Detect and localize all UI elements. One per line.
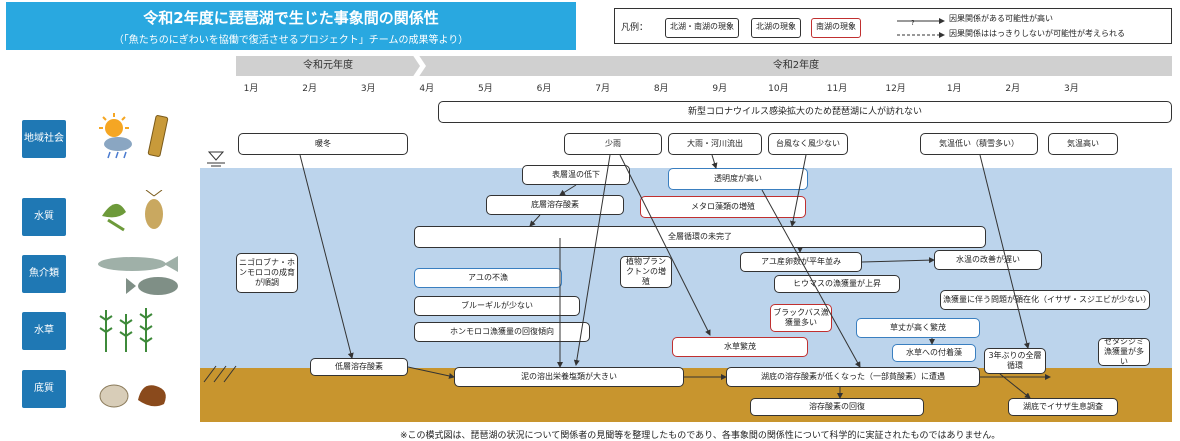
legend: 凡例： 北湖・南湖の現象 北湖の現象 南湖の現象 ? 因果関係がある可能性が高い… (614, 8, 1172, 44)
category-community: 地域社会 (22, 120, 66, 158)
month-label: 8月 (653, 84, 669, 94)
month-label: 9月 (712, 84, 728, 94)
event-plankton-growth: 植物プランクトンの増殖 (620, 256, 672, 288)
event-honmoroko-recovery: ホンモロコ漁獲量の回復傾向 (414, 322, 590, 342)
event-black-bass: ブラックバス漁獲量多い (770, 304, 832, 332)
month-label: 3月 (360, 84, 376, 94)
legend-solid-text: 因果関係がある可能性が高い (949, 14, 1053, 23)
legend-chip-north: 北湖の現象 (751, 18, 801, 38)
legend-label: 凡例： (621, 23, 649, 33)
event-oxygen-dip: 底層溶存酸素 (486, 195, 624, 215)
event-no-typhoon: 台風なく風少ない (768, 133, 848, 155)
plankton-icon (102, 190, 163, 232)
event-heavy-rain: 大雨・河川流出 (668, 133, 762, 155)
event-shijimi: セタシジミ漁獲量が多い (1098, 338, 1150, 366)
event-three-year-turnover: 3年ぶりの全層循環 (984, 348, 1046, 374)
category-sediment: 底質 (22, 370, 66, 408)
month-label: 1月 (946, 84, 962, 94)
event-isaza-survey: 湖底でイサザ生息調査 (1008, 398, 1118, 416)
event-less-rain: 少雨 (564, 133, 662, 155)
event-isaza-few: 漁獲量に伴う問題が顕在化（イサザ・スジエビが少ない） (940, 290, 1150, 310)
event-biwamasu-up: ヒウマスの漁獲量が上昇 (774, 275, 900, 293)
legend-arrows-icon (897, 18, 945, 38)
month-label: 7月 (595, 84, 610, 94)
month-label: 1月 (243, 84, 259, 94)
sediment-sample-icon (99, 384, 166, 408)
title-banner: 令和2年度に琵琶湖で生じた事象間の関係性 （「魚たちのにぎわいを協働で復活させる… (6, 2, 576, 50)
month-label: 12月 (885, 84, 906, 94)
month-label: 4月 (419, 84, 435, 94)
month-label: 10月 (768, 84, 789, 94)
diagram-subtitle: （「魚たちのにぎわいを協働で復活させるプロジェクト」チームの成果等より） (113, 35, 469, 46)
event-surface-temp-drop: 表層温の低下 (522, 165, 630, 185)
sediment-hatch-icon (203, 365, 237, 383)
month-label: 5月 (478, 84, 493, 94)
fish-icon (98, 256, 178, 295)
waterweed-icon (99, 308, 153, 352)
water-surface-icon (207, 151, 225, 167)
month-label: 6月 (536, 84, 552, 94)
event-covid: 新型コロナウイルス感染拡大のため琵琶湖に人が訪れない (438, 101, 1172, 123)
event-fish-growth: ニゴロブナ・ホンモロコの成育が順調 (236, 253, 298, 293)
event-warm-winter: 暖冬 (238, 133, 408, 155)
legend-chip-south: 南湖の現象 (811, 18, 861, 38)
event-tall-weeds: 草丈が高く繁茂 (856, 318, 980, 338)
event-weed-overgrowth: 水草繁茂 (672, 337, 808, 357)
event-algae-boom: メタロ藻類の増殖 (640, 196, 806, 218)
month-label: 11月 (826, 84, 848, 94)
weather-icon (99, 113, 169, 159)
category-water-quality: 水質 (22, 198, 66, 236)
legend-question: ? (911, 19, 915, 27)
event-transparency-up: 透明度が高い (668, 168, 808, 190)
year-divider-icon (412, 54, 426, 78)
event-bluegill-few: ブルーギルが少ない (414, 296, 580, 316)
footnote: ※この模式図は、琵琶湖の状況について関係者の見聞等を整理したものであり、各事象間… (400, 431, 1001, 441)
month-label: 2月 (1005, 84, 1021, 94)
category-aquatic-plants: 水草 (22, 312, 66, 350)
month-label: 2月 (302, 84, 317, 94)
year-bar-r2: 令和2年度 (420, 56, 1172, 76)
legend-dashed-text: 因果関係ははっきりしないが可能性が考えられる (949, 29, 1125, 38)
event-warm-temp: 気温高い (1048, 133, 1118, 155)
event-bottom-oxygen: 低層溶存酸素 (310, 358, 408, 376)
event-cold-winter: 気温低い（積雪多い） (920, 133, 1038, 155)
month-label: 3月 (1064, 84, 1079, 94)
event-full-turnover-incomplete: 全層循環の未完了 (414, 226, 986, 248)
category-fish: 魚介類 (22, 255, 66, 293)
event-ayu-poor-catch: アユの不漁 (414, 268, 562, 288)
diagram-title: 令和2年度に琵琶湖で生じた事象間の関係性 (143, 9, 439, 27)
year-bar-r1: 令和元年度 (236, 56, 420, 76)
legend-chip-both: 北湖・南湖の現象 (665, 18, 739, 38)
